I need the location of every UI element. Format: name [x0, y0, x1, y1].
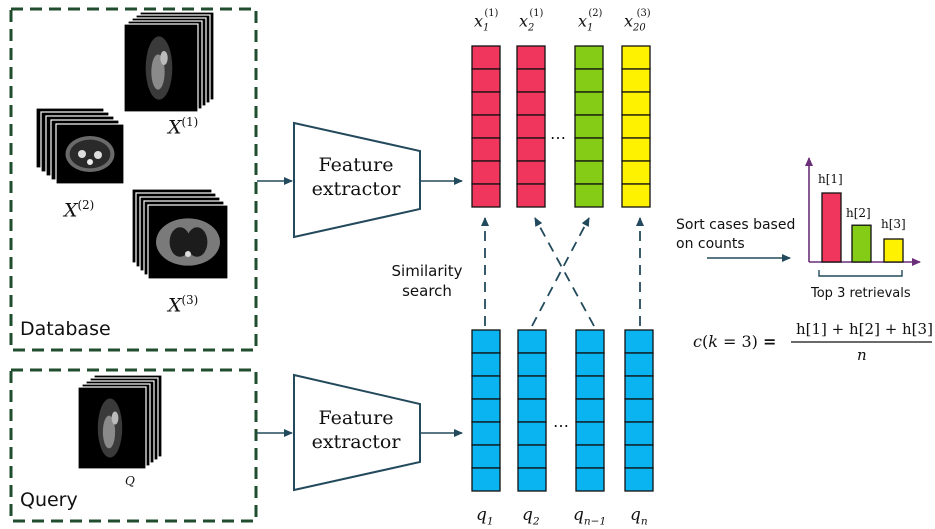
- image-label-3: X(3): [168, 293, 199, 317]
- hist-caption: Top 3 retrievals: [811, 286, 911, 301]
- image-stack-3: [131, 188, 229, 280]
- query-vector-3: [575, 329, 605, 492]
- image-label-1: X(1): [168, 115, 199, 139]
- db-vector-label-3: x1(2): [578, 8, 603, 34]
- hist-bar-3: [883, 238, 904, 263]
- hist-bar-1: [821, 192, 842, 263]
- query-image-stack: [77, 374, 163, 470]
- database-box: [9, 7, 258, 352]
- query-image-label: Q: [125, 474, 135, 488]
- query-box: [9, 368, 258, 523]
- image-stack-1: [123, 11, 215, 113]
- query-vector-label-4: qn: [630, 505, 648, 528]
- database-label: Database: [20, 318, 111, 340]
- query-vector-label-2: q2: [522, 505, 540, 528]
- image-label-2: X(2): [64, 198, 95, 222]
- hist-label-1: h[1]: [818, 172, 843, 186]
- db-vector-label-4: x20(3): [624, 8, 651, 34]
- db-vector-label-2: x2(1): [519, 8, 544, 34]
- db-vector-1: [471, 45, 501, 208]
- hist-label-2: h[2]: [846, 206, 871, 220]
- db-vector-3: [574, 45, 604, 208]
- feature-extractor-top-shape: [293, 121, 421, 239]
- formula-denominator: n: [857, 346, 867, 364]
- query-vector-label-1: q1: [476, 505, 494, 528]
- similarity-arrow-q2: [531, 217, 590, 327]
- query-vector-1: [471, 329, 501, 492]
- db-vector-2: [516, 45, 546, 208]
- formula-numerator: h[1] + h[2] + h[3]: [796, 320, 933, 338]
- hist-bracket: [818, 270, 903, 277]
- query-ellipsis: …: [553, 412, 569, 431]
- query-label: Query: [20, 489, 78, 511]
- query-vector-2: [517, 329, 547, 492]
- feature-extractor-bottom-label: Feature extractor: [311, 407, 401, 453]
- db-vector-label-1: x1(1): [474, 8, 499, 34]
- hist-label-3: h[3]: [881, 217, 906, 231]
- db-ellipsis: …: [550, 124, 566, 143]
- query-vector-4: [624, 329, 654, 492]
- similarity-arrow-qn-1: [534, 217, 595, 327]
- image-stack-2: [35, 107, 125, 185]
- db-vector-4: [621, 45, 651, 208]
- formula-lhs: c(k = 3) =: [693, 332, 777, 351]
- feature-extractor-bottom-shape: [293, 373, 421, 492]
- query-vector-label-3: qn−1: [573, 505, 607, 528]
- feature-extractor-top-label: Feature extractor: [311, 154, 401, 200]
- hist-bar-2: [851, 224, 872, 263]
- histogram: [805, 157, 921, 277]
